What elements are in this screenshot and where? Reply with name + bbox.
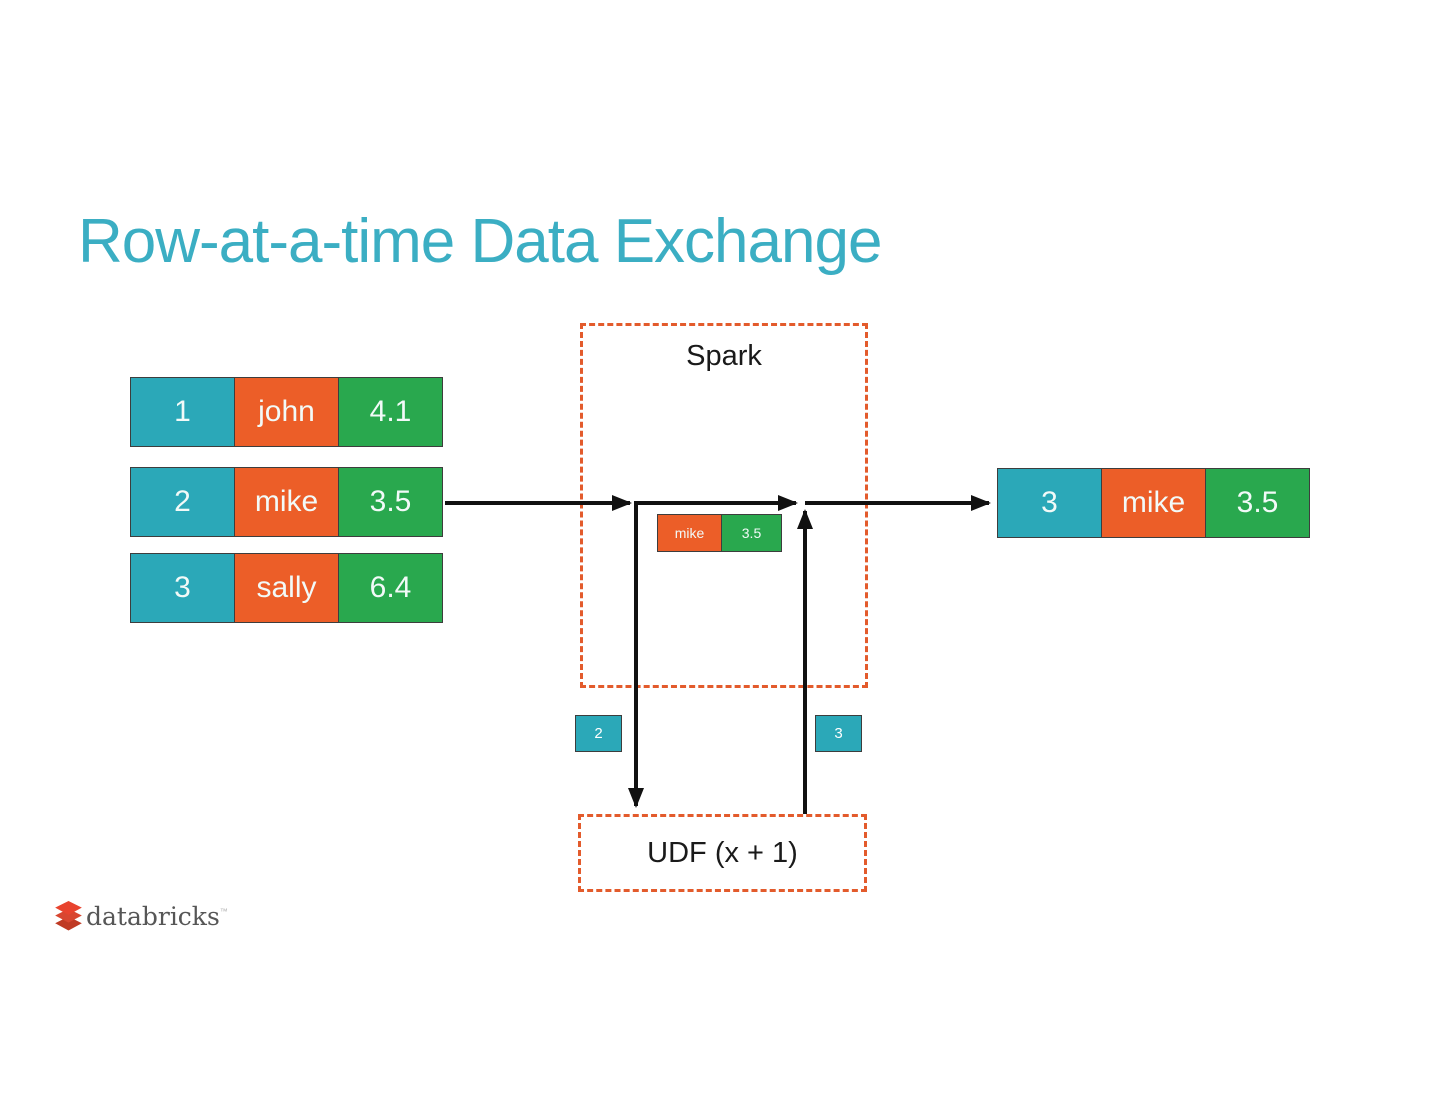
row2-id-cell: 2 [130, 467, 235, 537]
databricks-logo-wordmark: databricks [86, 901, 220, 931]
databricks-logo-icon [55, 901, 82, 931]
page-title: Row-at-a-time Data Exchange [78, 207, 882, 276]
udf-box: UDF (x + 1) [578, 814, 867, 892]
spark-label: Spark [686, 340, 762, 372]
step-badge-up: 3 [815, 715, 862, 752]
step-badge-down: 2 [575, 715, 622, 752]
inner-name-cell: mike [657, 514, 722, 552]
input-row-3: 3 sally 6.4 [130, 553, 443, 623]
row2-name-cell: mike [234, 467, 339, 537]
row3-name-cell: sally [234, 553, 339, 623]
input-row-2: 2 mike 3.5 [130, 467, 443, 537]
spark-box: Spark [580, 323, 868, 688]
row3-value-cell: 6.4 [338, 553, 443, 623]
trademark-symbol: ™ [219, 907, 228, 916]
row1-id-cell: 1 [130, 377, 235, 447]
output-value-cell: 3.5 [1205, 468, 1310, 538]
inner-value-cell: 3.5 [721, 514, 782, 552]
databricks-logo: databricks ™ [55, 901, 228, 931]
output-id-cell: 3 [997, 468, 1102, 538]
row2-value-cell: 3.5 [338, 467, 443, 537]
spark-inner-row: mike 3.5 [657, 514, 782, 552]
output-row: 3 mike 3.5 [997, 468, 1310, 538]
row1-name-cell: john [234, 377, 339, 447]
output-name-cell: mike [1101, 468, 1206, 538]
row3-id-cell: 3 [130, 553, 235, 623]
udf-label: UDF (x + 1) [647, 836, 798, 869]
row1-value-cell: 4.1 [338, 377, 443, 447]
input-row-1: 1 john 4.1 [130, 377, 443, 447]
